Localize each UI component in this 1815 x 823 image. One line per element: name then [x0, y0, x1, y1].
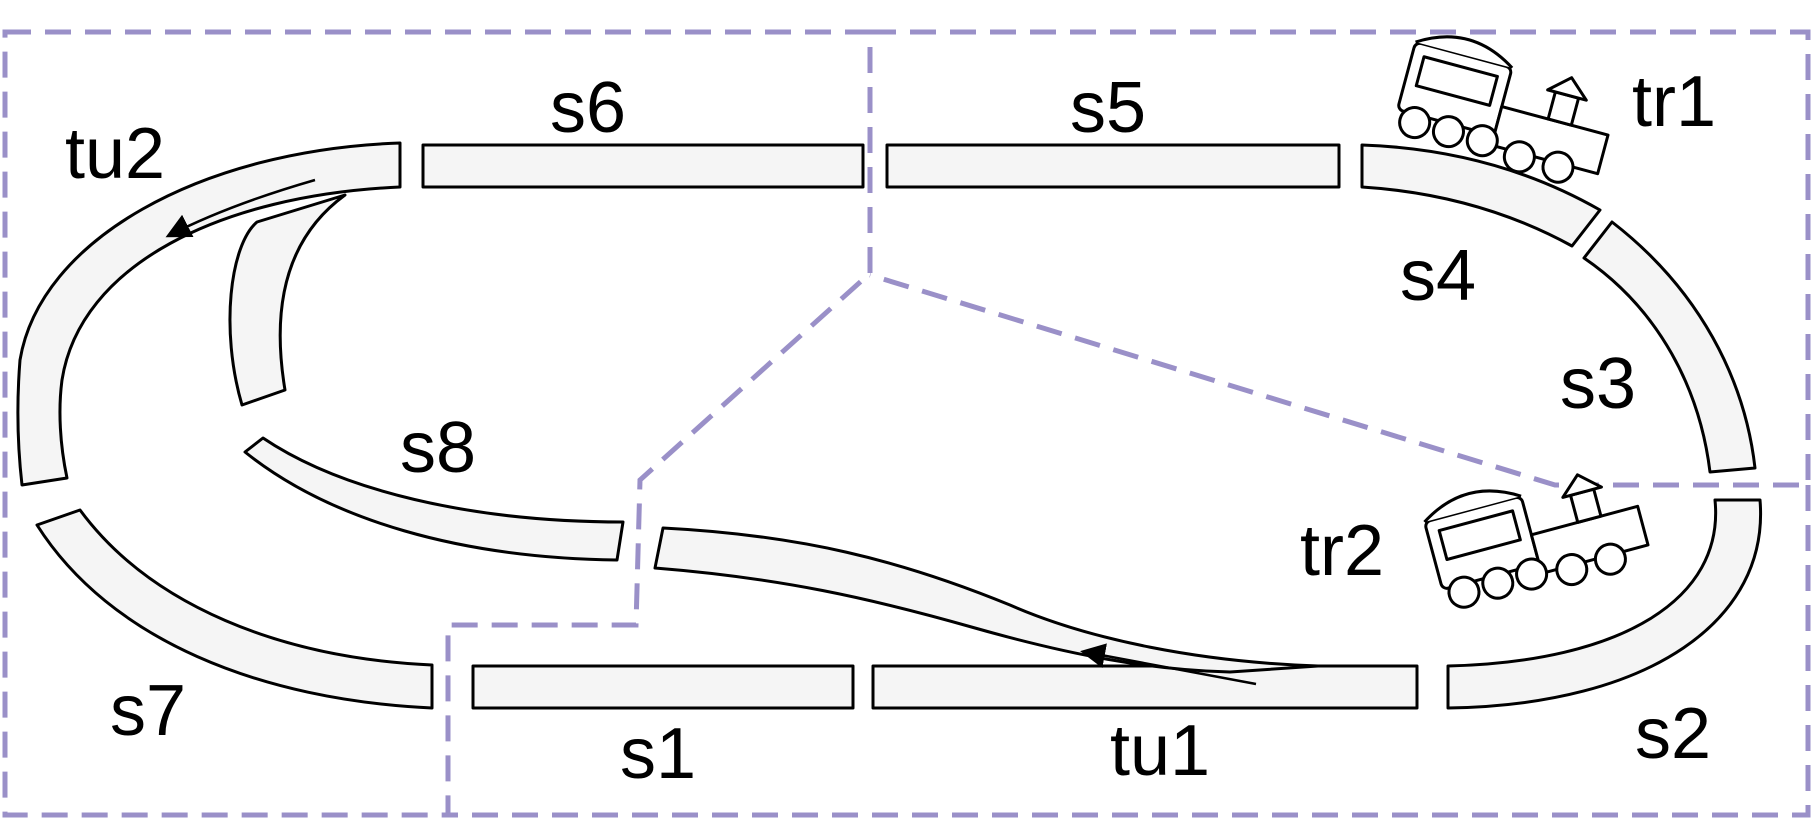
labels: tr1 tr2 tu2 tu1 s1 s2 s3 s4 s5 s6 s7 s8 [65, 62, 1716, 794]
label-s1: s1 [620, 714, 696, 794]
zone-boundaries [2, 29, 1811, 818]
zone-left-boundary [2, 29, 873, 818]
label-s2: s2 [1635, 694, 1711, 774]
segment-s4-track[interactable] [1360, 143, 1602, 248]
label-tr2: tr2 [1300, 511, 1384, 591]
zone-upper-right-boundary [869, 29, 1811, 488]
segment-s8-track[interactable] [243, 436, 625, 562]
turnout-tu2-track[interactable] [16, 141, 402, 487]
segment-s2-track[interactable] [1446, 498, 1763, 710]
label-s3: s3 [1560, 344, 1636, 424]
segment-s7-track[interactable] [35, 508, 434, 710]
train-icon [1423, 473, 1650, 609]
label-tu2: tu2 [65, 114, 165, 194]
label-tu1: tu1 [1110, 711, 1210, 791]
segment-s5-track[interactable] [885, 143, 1341, 189]
label-tr1: tr1 [1632, 62, 1716, 142]
zone-lower-right-boundary [448, 485, 1811, 818]
label-s5: s5 [1070, 68, 1146, 148]
track-segments [16, 141, 1763, 710]
train-icon [1397, 35, 1610, 184]
label-s8: s8 [400, 408, 476, 488]
turnout-tu1-branch[interactable] [653, 526, 1320, 674]
label-s6: s6 [550, 68, 626, 148]
segment-s1-track[interactable] [471, 664, 855, 710]
label-s7: s7 [110, 671, 186, 751]
arrow-icon [165, 178, 316, 238]
direction-arrows [165, 178, 1257, 686]
turnout-tu1-track[interactable] [871, 664, 1419, 710]
segment-s3-track[interactable] [1582, 220, 1757, 474]
turnout-tu2-branch[interactable] [228, 193, 347, 407]
arrow-icon [1080, 643, 1257, 686]
segment-s6-track[interactable] [421, 143, 865, 189]
label-s4: s4 [1400, 236, 1476, 316]
